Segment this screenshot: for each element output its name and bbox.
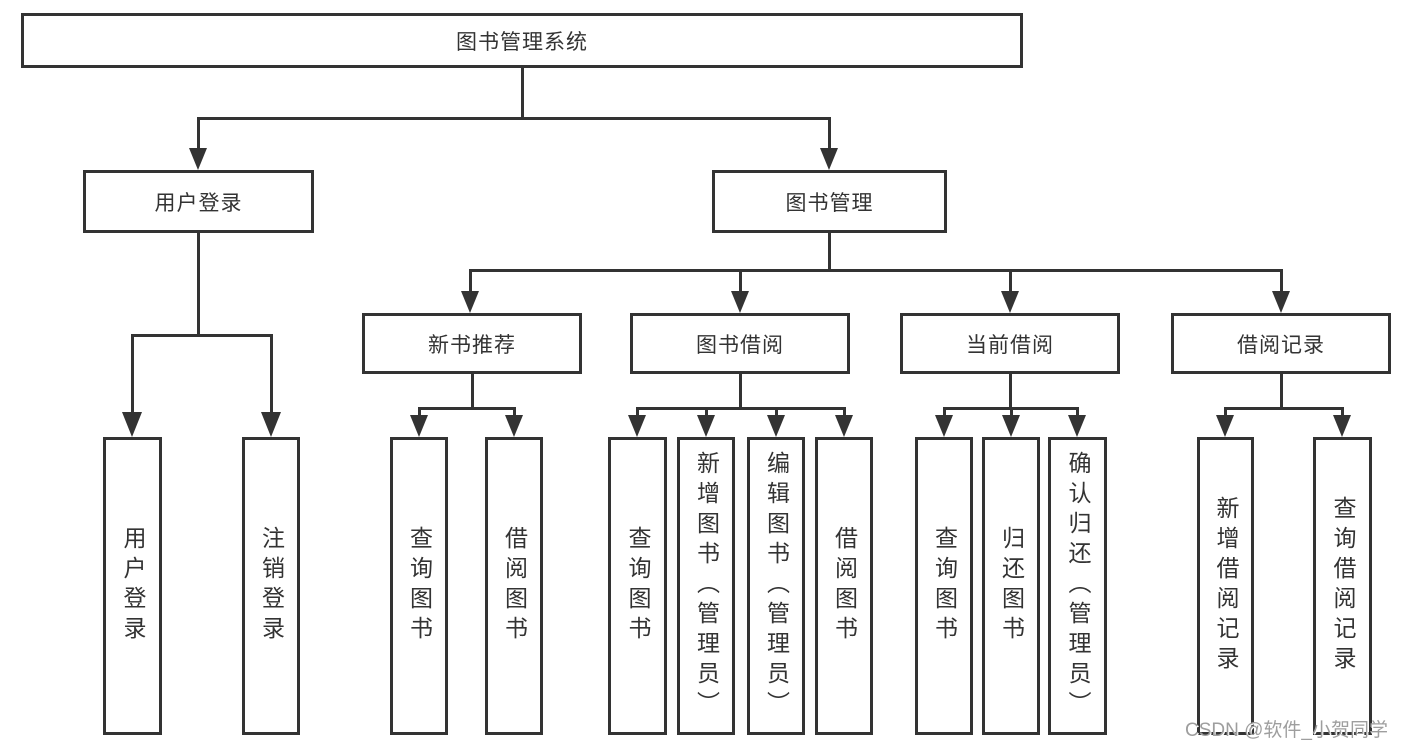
arrowhead-icon [820,148,838,170]
arrowhead-icon [1216,415,1234,437]
connector-line [418,407,516,410]
leaf-borrow-books-borrowing: 借阅图书 [815,437,873,735]
connector-line [843,407,846,419]
arrowhead-icon [731,291,749,313]
leaf-edit-books-admin: 编辑图书（管理员） [747,437,805,735]
connector-line [471,374,474,410]
csdn-watermark: CSDN @软件_小贺同学 [1185,720,1388,741]
connector-line [739,374,742,410]
connector-line [131,334,134,414]
connector-line [705,407,708,419]
connector-line [197,117,831,120]
node-library-management-system: 图书管理系统 [21,13,1023,68]
connector-line [636,407,639,419]
connector-line [1010,407,1013,419]
leaf-logout: 注销登录 [242,437,300,735]
node-current-borrowing: 当前借阅 [900,313,1120,374]
connector-line [131,334,273,337]
arrowhead-icon [628,415,646,437]
arrowhead-icon [835,415,853,437]
arrowhead-icon [1333,415,1351,437]
node-book-management: 图书管理 [712,170,947,233]
leaf-query-borrow-record: 查询借阅记录 [1313,437,1372,735]
connector-line [521,68,524,120]
connector-line [1009,269,1012,293]
connector-line [197,117,200,152]
connector-line [469,269,472,293]
connector-line [739,269,742,293]
leaf-query-books-recommend: 查询图书 [390,437,448,735]
connector-line [197,233,200,337]
connector-line [1224,407,1344,410]
arrowhead-icon [1002,415,1020,437]
connector-line [1009,374,1012,410]
arrowhead-icon [461,291,479,313]
leaf-return-books: 归还图书 [982,437,1040,735]
arrowhead-icon [935,415,953,437]
connector-line [513,407,516,419]
leaf-user-login: 用户登录 [103,437,162,735]
leaf-add-borrow-record: 新增借阅记录 [1197,437,1254,735]
connector-line [1341,407,1344,419]
connector-line [636,407,846,410]
leaf-add-books-admin: 新增图书（管理员） [677,437,735,735]
arrowhead-icon [697,415,715,437]
arrowhead-icon [410,415,428,437]
node-borrowing-records: 借阅记录 [1171,313,1391,374]
connector-line [1224,407,1227,419]
arrowhead-icon [1272,291,1290,313]
connector-line [469,269,1283,272]
leaf-confirm-return-admin: 确认归还（管理员） [1048,437,1107,735]
leaf-query-books-borrowing: 查询图书 [608,437,667,735]
leaf-borrow-books-recommend: 借阅图书 [485,437,543,735]
node-book-borrowing: 图书借阅 [630,313,850,374]
connector-line [943,407,946,419]
arrowhead-icon [122,412,142,437]
connector-line [828,233,831,272]
connector-line [828,117,831,152]
node-user-login: 用户登录 [83,170,314,233]
connector-line [1076,407,1079,419]
arrowhead-icon [1001,291,1019,313]
connector-line [270,334,273,414]
arrowhead-icon [767,415,785,437]
arrowhead-icon [189,148,207,170]
connector-line [1280,269,1283,293]
node-new-book-recommendation: 新书推荐 [362,313,582,374]
arrowhead-icon [261,412,281,437]
connector-line [418,407,421,419]
leaf-query-books-current: 查询图书 [915,437,973,735]
connector-line [775,407,778,419]
connector-line [1280,374,1283,410]
arrowhead-icon [505,415,523,437]
arrowhead-icon [1068,415,1086,437]
